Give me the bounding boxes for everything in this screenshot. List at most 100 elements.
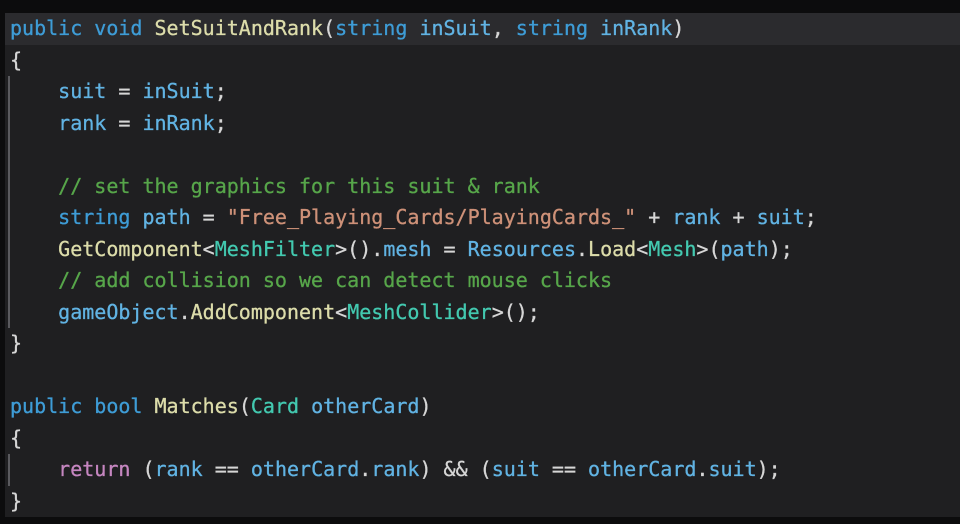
code-token: >(	[696, 236, 721, 261]
code-token	[10, 268, 58, 292]
code-token: AddComponent	[190, 299, 336, 324]
code-line[interactable]	[5, 360, 960, 392]
code-token: =	[190, 205, 227, 229]
code-token: >();	[491, 299, 540, 324]
code-token: string	[515, 16, 601, 40]
code-token: +	[636, 205, 673, 229]
code-token: ;	[214, 110, 227, 135]
code-token: ,	[491, 16, 516, 40]
code-token: ;	[804, 205, 817, 229]
code-token: return	[58, 457, 131, 481]
code-line[interactable]: string path = "Free_Playing_Cards/Playin…	[5, 202, 960, 234]
code-token: gameObject	[58, 299, 179, 324]
code-token: =	[431, 236, 468, 261]
code-token: rank	[58, 110, 107, 135]
code-token: path	[142, 205, 191, 229]
code-token: );	[756, 457, 781, 481]
code-line[interactable]: suit = inSuit;	[5, 76, 960, 108]
code-token	[10, 79, 58, 103]
code-line[interactable]: }	[5, 486, 960, 518]
code-line[interactable]: return (rank == otherCard.rank) && (suit…	[5, 454, 960, 486]
code-token: otherCard	[588, 457, 697, 481]
code-token: suit	[491, 457, 540, 481]
code-token: bool	[94, 394, 155, 418]
code-token: public	[10, 16, 95, 40]
code-token: rank	[154, 457, 203, 481]
code-line[interactable]: // add collision so we can detect mouse …	[5, 265, 960, 297]
code-token	[10, 457, 58, 481]
code-token: >().	[335, 236, 384, 261]
code-token: <	[335, 299, 348, 324]
code-line-active[interactable]: public void SetSuitAndRank(string inSuit…	[5, 13, 960, 45]
code-token: mesh	[383, 236, 432, 261]
code-line[interactable]: GetComponent<MeshFilter>().mesh = Resour…	[5, 233, 960, 266]
code-token: suit	[756, 205, 805, 229]
code-token: GetComponent	[58, 236, 203, 261]
code-token: .	[575, 236, 589, 261]
code-token: rank	[371, 457, 420, 481]
code-token: =	[106, 110, 143, 135]
code-token: .	[696, 457, 709, 481]
code-token	[10, 237, 58, 261]
code-token: );	[768, 236, 793, 261]
code-token	[10, 111, 58, 135]
code-token: ;	[214, 79, 227, 103]
code-token: path	[720, 236, 769, 261]
code-token: public	[10, 394, 95, 418]
code-token: rank	[672, 205, 721, 229]
code-line[interactable]: // set the graphics for this suit & rank	[5, 170, 960, 203]
code-token: MeshFilter	[214, 236, 336, 261]
code-token: suit	[708, 457, 757, 481]
code-token: (	[238, 394, 251, 418]
code-token: "Free_Playing_Cards/PlayingCards_"	[226, 205, 637, 229]
code-token: {	[10, 425, 23, 450]
code-token: }	[10, 331, 23, 355]
code-token: inRank	[600, 16, 673, 40]
code-token	[299, 394, 311, 418]
code-token: ) && (	[419, 457, 492, 481]
code-token: SetSuitAndRank	[154, 16, 324, 40]
code-token: Mesh	[648, 236, 697, 261]
code-token: Resources	[467, 236, 576, 261]
code-token: inRank	[142, 110, 215, 135]
code-token: otherCard	[311, 394, 420, 418]
code-token: Load	[588, 236, 637, 261]
code-line[interactable]: gameObject.AddComponent<MeshCollider>();	[5, 296, 960, 329]
code-line[interactable]: rank = inRank;	[5, 107, 960, 140]
code-token: (	[323, 16, 336, 40]
code-token: // set the graphics for this suit & rank	[58, 173, 540, 198]
code-token	[10, 205, 58, 229]
code-line[interactable]: {	[5, 423, 960, 455]
code-line[interactable]	[5, 139, 960, 171]
code-token: Matches	[154, 394, 239, 418]
code-token: otherCard	[250, 457, 360, 481]
code-token: inSuit	[419, 16, 492, 40]
code-token: +	[720, 205, 757, 229]
code-token: =	[106, 79, 143, 103]
code-token: <	[202, 236, 215, 261]
code-token: )	[419, 394, 432, 418]
code-line[interactable]: }	[5, 328, 960, 360]
code-token: )	[672, 16, 685, 40]
code-token: {	[10, 47, 23, 72]
code-line[interactable]: public bool Matches(Card otherCard)	[5, 391, 960, 423]
code-token: }	[10, 488, 23, 513]
code-editor[interactable]: public void SetSuitAndRank(string inSuit…	[5, 13, 960, 517]
code-token	[10, 300, 58, 324]
code-token: .	[359, 457, 372, 481]
code-token: void	[94, 16, 155, 40]
code-token: MeshCollider	[347, 299, 492, 324]
code-token: <	[636, 236, 649, 261]
code-token: suit	[58, 79, 107, 103]
code-line[interactable]: {	[5, 45, 960, 77]
code-token: string	[58, 205, 143, 229]
code-token: // add collision so we can detect mouse …	[58, 268, 613, 292]
code-token: string	[335, 16, 420, 40]
code-token: .	[178, 299, 191, 324]
code-token: ==	[202, 457, 251, 481]
code-token: inSuit	[142, 79, 215, 103]
code-token: ==	[539, 457, 589, 481]
code-token: Card	[250, 394, 300, 418]
code-token	[10, 174, 58, 198]
code-token: (	[130, 457, 155, 481]
